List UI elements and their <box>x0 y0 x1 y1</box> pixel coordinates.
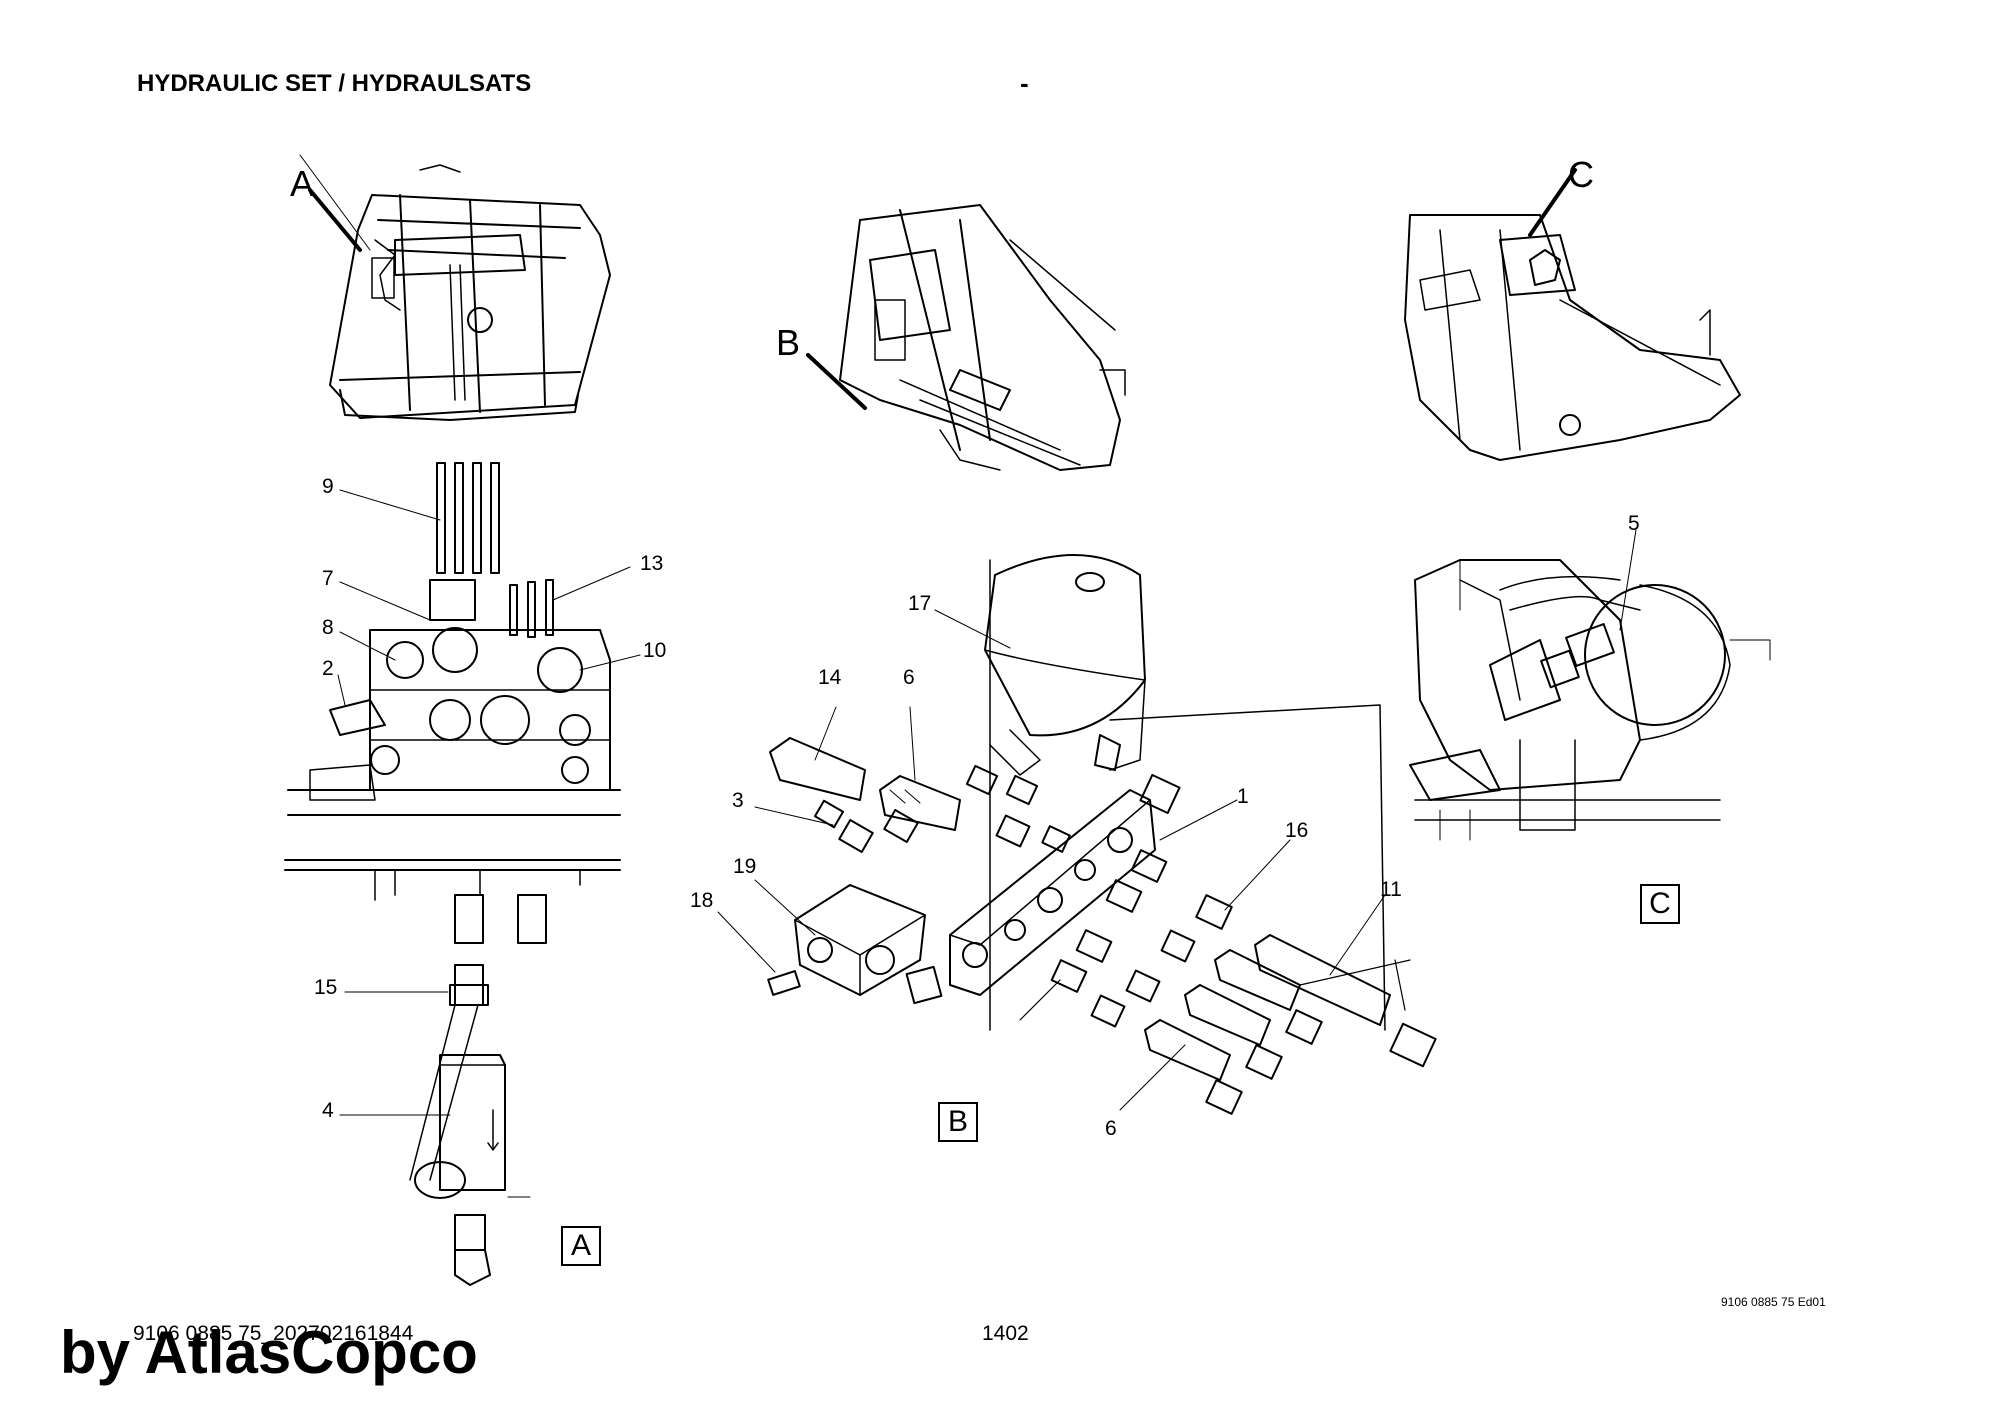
pointer-a <box>308 188 362 252</box>
watermark: by AtlasCopco <box>60 1319 478 1386</box>
callout-10: 10 <box>643 639 667 662</box>
callout-7: 7 <box>322 567 334 590</box>
overview-machine-b <box>839 204 1126 471</box>
callout-5: 5 <box>1628 512 1640 535</box>
view-label-c: C <box>1568 154 1594 195</box>
leader-lines <box>337 489 1637 1116</box>
callout-19: 19 <box>733 855 757 878</box>
callout-2: 2 <box>322 657 334 680</box>
view-box-a: A <box>561 1226 601 1266</box>
overview-machine-c <box>1404 214 1741 461</box>
callout-6-bottom: 6 <box>1105 1117 1117 1140</box>
page-number: 1402 <box>982 1322 1029 1345</box>
callout-17: 17 <box>908 592 932 615</box>
view-label-a: A <box>290 163 315 204</box>
callout-18: 18 <box>690 889 714 912</box>
pointer-c <box>1528 168 1577 237</box>
detail-a-valve-stack <box>284 462 621 1286</box>
page-title: HYDRAULIC SET / HYDRAULSATS <box>137 70 532 97</box>
callout-4: 4 <box>322 1099 334 1122</box>
view-box-c: C <box>1640 884 1680 924</box>
pointer-b <box>806 353 867 410</box>
overview-machine-a <box>299 154 611 421</box>
callout-16: 16 <box>1285 819 1309 842</box>
footer-code: 9106 0885 75_202702161844 <box>133 1322 414 1345</box>
callout-15: 15 <box>314 976 338 999</box>
view-label-b: B <box>776 322 801 363</box>
detail-b-manifold <box>767 554 1437 1115</box>
view-box-b: B <box>938 1102 978 1142</box>
callout-11: 11 <box>1380 878 1402 901</box>
callout-1: 1 <box>1237 785 1249 808</box>
document-reference: 9106 0885 75 Ed01 <box>1721 1295 1826 1309</box>
header-dash: - <box>1020 68 1029 98</box>
callout-14: 14 <box>818 666 842 689</box>
callout-8: 8 <box>322 616 334 639</box>
callout-13: 13 <box>640 552 664 575</box>
callout-6-top: 6 <box>903 666 915 689</box>
callout-3: 3 <box>732 789 744 812</box>
callout-9: 9 <box>322 475 334 498</box>
detail-c-hose <box>1409 559 1771 841</box>
